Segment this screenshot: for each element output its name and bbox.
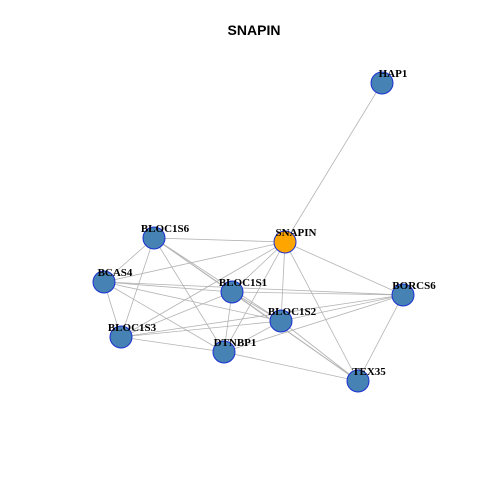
edge-bcas4-bloc1s2	[103, 281, 282, 322]
node-label-bloc1s6: BLOC1S6	[141, 223, 190, 235]
edge-snapin-hap1	[284, 82, 383, 243]
node-label-hap1: HAP1	[379, 68, 408, 80]
node-snapin[interactable]	[273, 230, 297, 254]
node-label-bloc1s3: BLOC1S3	[108, 322, 157, 334]
edge-bloc1s2-bloc1s3	[120, 320, 282, 338]
node-label-snapin: SNAPIN	[276, 227, 317, 239]
node-bloc1s3[interactable]	[109, 325, 133, 349]
edge-bloc1s6-bloc1s3	[120, 237, 155, 338]
node-label-borcs6: BORCS6	[392, 280, 436, 292]
edge-bloc1s6-bloc1s2	[153, 237, 282, 322]
edge-snapin-dtnbp1	[223, 241, 286, 353]
edge-bloc1s1-bloc1s3	[120, 291, 233, 338]
edge-bloc1s3-borcs6	[120, 294, 404, 338]
node-label-bloc1s1: BLOC1S1	[219, 277, 267, 289]
diagram-title: SNAPIN	[228, 22, 281, 38]
node-bcas4[interactable]	[92, 270, 116, 294]
edge-bcas4-bloc1s1	[103, 281, 233, 293]
edge-dtnbp1-tex35	[223, 351, 359, 382]
node-bloc1s1[interactable]	[220, 280, 244, 304]
node-label-dtnbp1: DTNBP1	[214, 337, 257, 349]
node-hap1[interactable]	[370, 71, 394, 95]
edge-bcas4-dtnbp1	[103, 281, 225, 353]
node-label-tex35: TEX35	[352, 366, 386, 378]
edge-bloc1s1-borcs6	[231, 291, 404, 296]
edge-snapin-bloc1s2	[280, 241, 286, 322]
edge-snapin-bloc1s1	[231, 241, 286, 293]
node-borcs6[interactable]	[391, 283, 415, 307]
edge-tex35-borcs6	[357, 294, 404, 382]
edge-bloc1s2-tex35	[280, 320, 359, 382]
edge-snapin-borcs6	[284, 241, 404, 296]
edge-bloc1s2-borcs6	[280, 294, 404, 322]
edge-dtnbp1-borcs6	[223, 294, 404, 353]
edge-snapin-bloc1s6	[153, 237, 286, 243]
edge-bloc1s6-dtnbp1	[153, 237, 225, 353]
edge-bcas4-borcs6	[103, 281, 404, 296]
node-label-bloc1s2: BLOC1S2	[268, 306, 317, 318]
edge-bloc1s3-dtnbp1	[120, 336, 225, 353]
node-bloc1s2[interactable]	[269, 309, 293, 333]
node-tex35[interactable]	[346, 369, 370, 393]
edge-snapin-bcas4	[103, 241, 286, 283]
node-label-bcas4: BCAS4	[98, 267, 133, 279]
edge-bloc1s1-tex35	[231, 291, 359, 382]
nodes-layer	[92, 71, 415, 393]
node-dtnbp1[interactable]	[212, 340, 236, 364]
node-bloc1s6[interactable]	[142, 226, 166, 250]
edge-snapin-tex35	[284, 241, 359, 382]
